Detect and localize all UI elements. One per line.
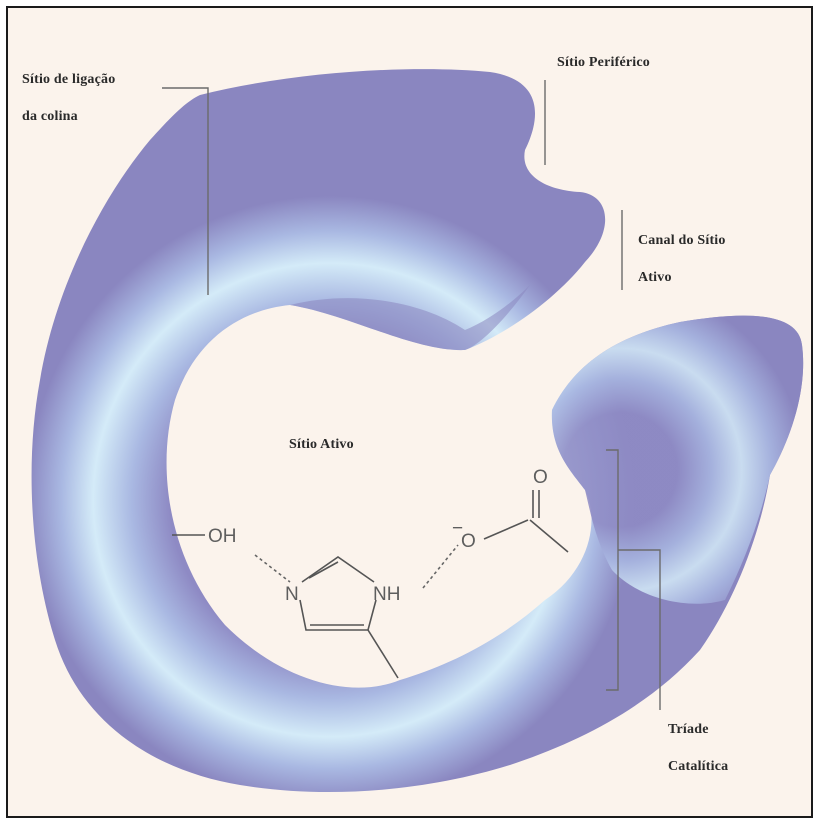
choline-site-label-line2: da colina	[22, 110, 78, 124]
imidazole-nh-label: NH	[373, 584, 400, 605]
minus-sign: −	[452, 518, 463, 539]
triad-label-line2: Catalítica	[668, 760, 728, 774]
carboxylate-o-label: O	[461, 531, 476, 552]
oh-label: OH	[208, 526, 237, 547]
peripheral-site-label: Sítio Periférico	[557, 56, 650, 70]
choline-site-label-line1: Sítio de ligação	[22, 73, 115, 87]
channel-label-line1: Canal do Sítio	[638, 234, 726, 248]
triad-label-line1: Tríade	[668, 723, 709, 737]
imidazole-n-label: N	[285, 584, 299, 605]
active-site-label: Sítio Ativo	[289, 438, 354, 452]
channel-label-line2: Ativo	[638, 271, 672, 285]
carbonyl-o-label: O	[533, 467, 548, 488]
